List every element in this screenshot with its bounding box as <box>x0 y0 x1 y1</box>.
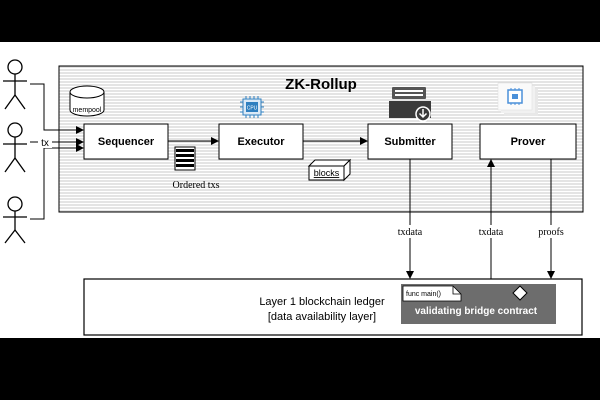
blocks-label: blocks <box>314 168 340 178</box>
func-main-label: func main() <box>406 291 441 298</box>
layer1-title: Layer 1 blockchain ledger <box>259 296 385 308</box>
diagram-svg: ZK-Rollup tx mempool Sequencer <box>3 59 584 336</box>
diagram-canvas: ZK-Rollup tx mempool Sequencer <box>0 42 600 338</box>
txdata-down-label: txdata <box>398 227 423 238</box>
proofs-label: proofs <box>538 227 564 238</box>
txdata-up-label: txdata <box>479 227 504 238</box>
submitter-download-icon <box>389 87 431 122</box>
layer1-subtitle: [data availability layer] <box>268 311 376 323</box>
rollup-title: ZK-Rollup <box>285 76 357 93</box>
bridge-contract: func main() validating bridge contract <box>401 284 556 324</box>
prover-label: Prover <box>511 136 547 148</box>
txdata-down-bg <box>393 225 427 238</box>
user-figure <box>3 122 27 173</box>
cpu-label: CPU <box>247 106 258 112</box>
tx-label-bg <box>38 136 52 148</box>
submitter-label: Submitter <box>384 136 436 148</box>
ordered-list-icon <box>174 146 196 171</box>
executor-label: Executor <box>237 136 285 148</box>
cpu-icon: CPU <box>240 96 264 118</box>
submitter-node: Submitter <box>367 123 453 160</box>
contract-label: validating bridge contract <box>415 306 538 317</box>
mempool-label: mempool <box>73 107 102 114</box>
proofs-bg <box>536 225 566 238</box>
blocks-icon: blocks <box>307 158 352 182</box>
diamond-icon <box>512 285 528 301</box>
executor-node: Executor <box>218 123 304 160</box>
prover-chip-icon <box>497 82 538 116</box>
sequencer-node: Sequencer <box>83 123 169 160</box>
ordered-txs-label: Ordered txs <box>173 180 220 191</box>
sequencer-label: Sequencer <box>98 136 155 148</box>
mempool-icon: mempool <box>69 85 105 117</box>
user-figure <box>3 196 27 244</box>
tx-label: tx <box>41 138 49 149</box>
prover-node: Prover <box>479 123 577 160</box>
txdata-up-bg <box>474 225 508 238</box>
user-figure <box>3 59 27 110</box>
